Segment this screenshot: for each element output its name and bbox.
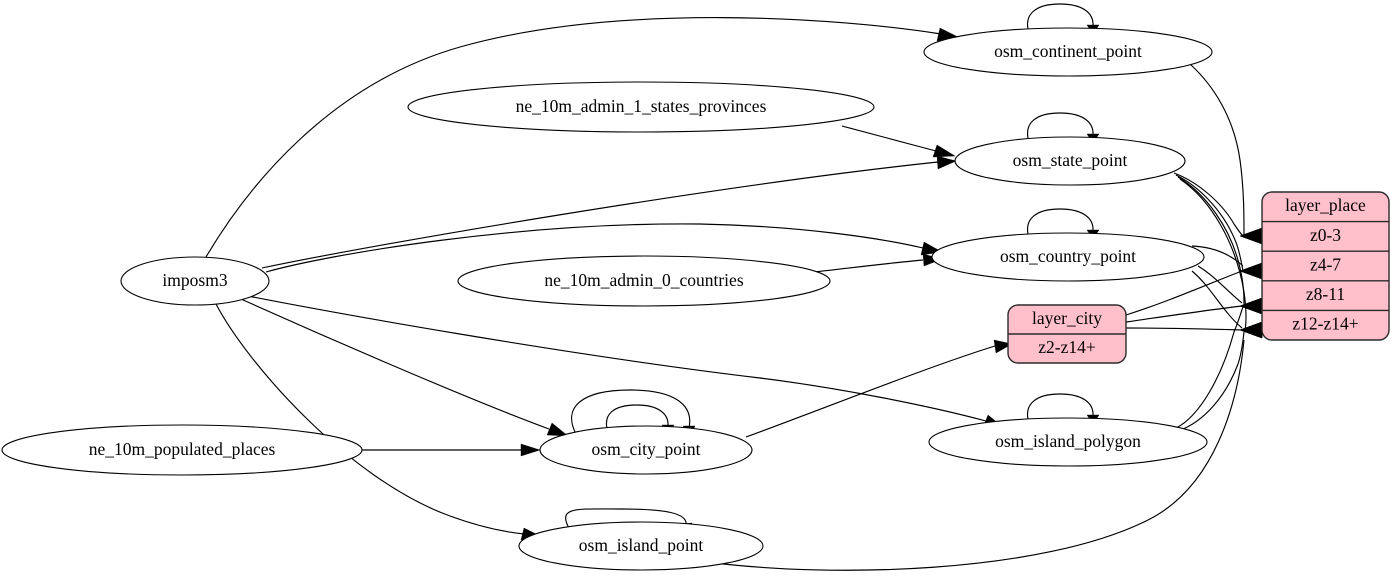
node-ne_10m_admin_0_countries[interactable]: ne_10m_admin_0_countries bbox=[457, 255, 831, 307]
edge-layer_city-to-layer_place-z12_z14 bbox=[1125, 327, 1243, 331]
edge-layer bbox=[205, 3, 1263, 571]
edge-imposm3-to-osm_island_point bbox=[215, 303, 525, 535]
node-shape-osm_city_point[interactable] bbox=[539, 425, 753, 475]
node-osm_state_point[interactable]: osm_state_point bbox=[954, 136, 1186, 186]
node-osm_city_point[interactable]: osm_city_point bbox=[539, 425, 753, 475]
edge-osm_city_point-to-layer_city bbox=[745, 345, 996, 438]
edge-osm_island_point-to-layer_place-z12_z14 bbox=[706, 339, 1245, 571]
arrowhead-icon bbox=[1239, 262, 1263, 280]
edge-osm_continent_point-to-layer_place-z0_3 bbox=[1189, 63, 1245, 237]
record-node-layer_city[interactable]: layer_city z2-z14+ bbox=[1007, 304, 1127, 364]
edge-osm_country_point-to-layer_place-z12_z14 bbox=[1191, 270, 1243, 329]
self-loop-osm_state_point bbox=[1027, 112, 1094, 143]
self-loop-osm_island_point bbox=[565, 508, 687, 531]
arrowhead-icon bbox=[936, 155, 957, 170]
record-box-layer_place[interactable] bbox=[1261, 191, 1390, 341]
edge-imposm3-to-osm_continent_point bbox=[205, 17, 942, 258]
edge-ne_states_provinces-to-osm_state_point bbox=[841, 125, 937, 152]
edge-layer_city-to-layer_place-z4_7 bbox=[1125, 270, 1243, 316]
node-osm_island_point[interactable]: osm_island_point bbox=[518, 521, 764, 571]
node-shape-osm_island_polygon[interactable] bbox=[928, 417, 1208, 467]
edge-imposm3-to-osm_island_polygon bbox=[247, 295, 987, 422]
edge-osm_island_polygon-to-layer_place-z12_z14 bbox=[1177, 331, 1245, 432]
node-shape-osm_country_point[interactable] bbox=[931, 232, 1205, 282]
edge-osm_country_point-to-layer_place-z8_11 bbox=[1197, 265, 1243, 304]
node-shape-ne_10m_admin_1_states_provinces[interactable] bbox=[407, 81, 875, 133]
node-shape-ne_10m_admin_0_countries[interactable] bbox=[457, 255, 831, 307]
node-layer: imposm3 ne_10m_admin_1_states_provinces … bbox=[1, 27, 1213, 571]
node-shape-osm_state_point[interactable] bbox=[954, 136, 1186, 186]
node-shape-imposm3[interactable] bbox=[120, 256, 270, 306]
record-node-layer_place[interactable]: layer_place z0-3 z4-7 z8-11 z12-z14+ bbox=[1261, 191, 1390, 341]
node-imposm3[interactable]: imposm3 bbox=[120, 256, 270, 306]
arrowhead-icon bbox=[932, 144, 956, 158]
node-ne_10m_admin_1_states_provinces[interactable]: ne_10m_admin_1_states_provinces bbox=[407, 81, 875, 133]
self-loop-osm_country_point bbox=[1027, 208, 1094, 239]
self-loop-osm_continent_point bbox=[1027, 3, 1094, 34]
node-osm_island_polygon[interactable]: osm_island_polygon bbox=[928, 417, 1208, 467]
node-shape-osm_island_point[interactable] bbox=[518, 521, 764, 571]
self-loop-osm_city_point-inner bbox=[606, 404, 669, 433]
node-ne_10m_populated_places[interactable]: ne_10m_populated_places bbox=[1, 424, 363, 476]
edge-imposm3-to-osm_state_point bbox=[261, 161, 939, 269]
arrowhead-icon bbox=[546, 422, 569, 437]
self-loop-osm_city_point-outer bbox=[571, 389, 691, 435]
arrowhead-icon bbox=[1239, 227, 1263, 245]
edge-osm_island_polygon-to-layer_place-z8_11 bbox=[1175, 306, 1244, 429]
edge-ne_countries-to-osm_country_point bbox=[813, 259, 924, 273]
edge-imposm3-to-osm_country_point bbox=[265, 223, 924, 273]
node-shape-ne_10m_populated_places[interactable] bbox=[1, 424, 363, 476]
edge-layer_city-to-layer_place-z8_11 bbox=[1125, 305, 1243, 323]
edge-imposm3-to-osm_city_point bbox=[240, 298, 550, 430]
edge-osm_state_point-to-layer_place-z0_3 bbox=[1173, 172, 1244, 237]
arrowhead-icon bbox=[520, 443, 541, 457]
edge-osm_country_point-to-layer_place-z4_7 bbox=[1191, 245, 1244, 267]
node-osm_country_point[interactable]: osm_country_point bbox=[931, 232, 1205, 282]
arrowhead-icon bbox=[1239, 297, 1263, 315]
node-shape-osm_continent_point[interactable] bbox=[923, 27, 1213, 77]
self-loop-osm_island_polygon bbox=[1027, 393, 1094, 424]
node-osm_continent_point[interactable]: osm_continent_point bbox=[923, 27, 1213, 77]
edge-osm_state_point-to-layer_place-z12_z14 bbox=[1179, 178, 1247, 331]
